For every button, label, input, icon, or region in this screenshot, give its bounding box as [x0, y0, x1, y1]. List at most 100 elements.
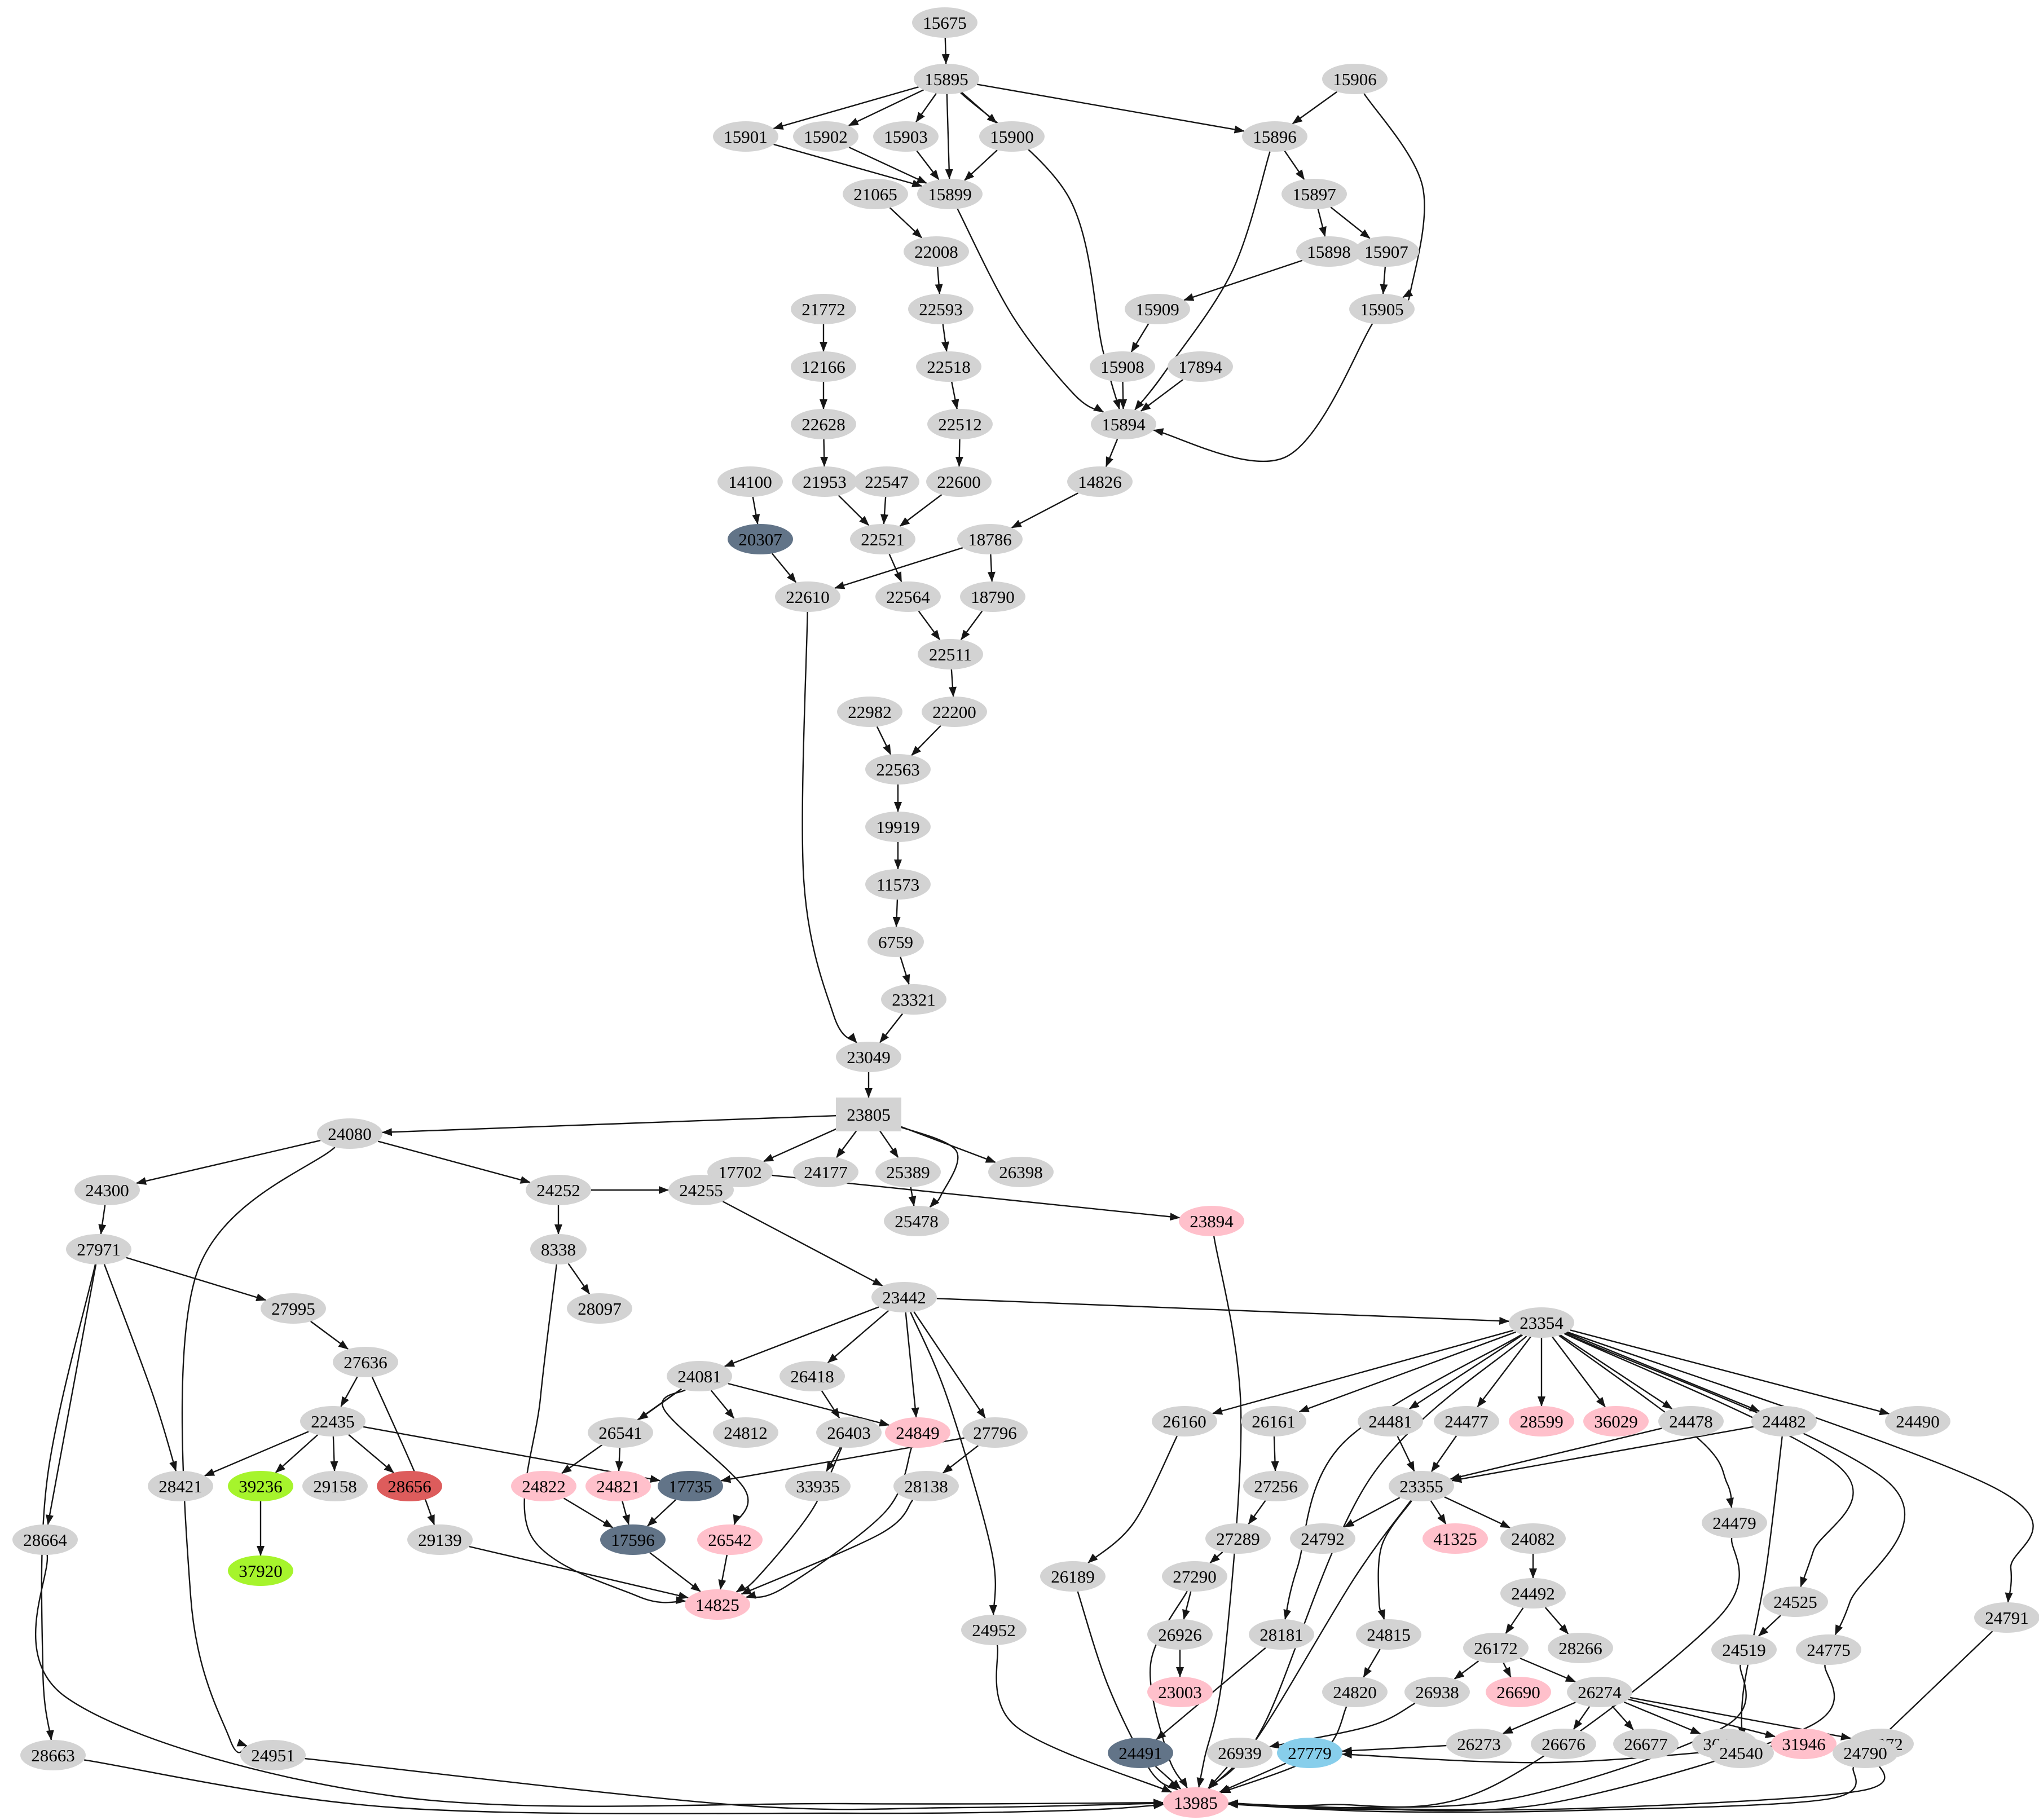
node-ellipse-shape — [317, 1118, 382, 1149]
node-ellipse-shape — [918, 639, 983, 669]
node-26273: 26273 — [1446, 1729, 1512, 1759]
node-15902: 15902 — [793, 121, 858, 152]
edge-26939-13985 — [1208, 1766, 1228, 1789]
node-label: 22600 — [937, 472, 981, 492]
node-label: 22610 — [786, 587, 830, 607]
node-label: 23894 — [1190, 1211, 1234, 1231]
node-22982: 22982 — [837, 697, 902, 727]
node-20307: 20307 — [728, 524, 793, 554]
node-ellipse-shape — [1463, 1633, 1529, 1663]
node-label: 21065 — [853, 184, 897, 204]
node-39236: 39236 — [228, 1471, 293, 1501]
node-27796: 27796 — [962, 1417, 1028, 1448]
node-ellipse-shape — [1548, 1633, 1613, 1663]
node-ellipse-shape — [816, 1417, 882, 1448]
node-ellipse-shape — [1091, 409, 1156, 439]
node-label: 24255 — [679, 1180, 723, 1200]
node-label: 8338 — [541, 1240, 576, 1259]
edge-22200-22563 — [911, 725, 941, 756]
node-15907: 15907 — [1354, 236, 1419, 267]
node-label: 17596 — [611, 1530, 655, 1550]
node-24082: 24082 — [1500, 1523, 1566, 1554]
node-15898: 15898 — [1296, 236, 1362, 267]
edge-26274-36493 — [1623, 1701, 1701, 1735]
node-ellipse-shape — [1509, 1307, 1574, 1338]
node-ellipse-shape — [1243, 1471, 1309, 1501]
node-29158: 29158 — [302, 1471, 368, 1501]
node-22547: 22547 — [854, 466, 919, 497]
node-label: 15894 — [1102, 415, 1146, 434]
node-26690: 26690 — [1486, 1677, 1551, 1707]
node-ellipse-shape — [300, 1406, 365, 1436]
node-ellipse-shape — [66, 1234, 131, 1264]
edge-24300-27971 — [98, 1205, 107, 1235]
node-27971: 27971 — [66, 1234, 131, 1264]
edge-23805-17702 — [763, 1125, 844, 1162]
node-ellipse-shape — [1281, 179, 1347, 209]
edge-15905-15894 — [1153, 323, 1373, 462]
edge-23805-25389 — [879, 1130, 899, 1158]
edge-26938-26939 — [1269, 1702, 1416, 1749]
edge-18786-22610 — [834, 547, 963, 589]
node-15675: 15675 — [912, 7, 977, 38]
edge-24482-24540 — [1738, 1436, 1783, 1739]
node-15899: 15899 — [917, 179, 983, 209]
node-ellipse-shape — [988, 1157, 1054, 1187]
node-8338: 8338 — [530, 1234, 587, 1264]
edge-15894-14826 — [1105, 439, 1118, 468]
node-label: 26926 — [1158, 1625, 1202, 1645]
node-ellipse-shape — [668, 1175, 734, 1205]
node-label: 15902 — [804, 127, 848, 147]
node-15897: 15897 — [1281, 179, 1347, 209]
edge-23805-24080 — [381, 1114, 836, 1136]
edge-23894-13985 — [1196, 1236, 1242, 1788]
node-label: 22547 — [865, 472, 909, 492]
node-ellipse-shape — [1205, 1523, 1271, 1554]
node-ellipse-shape — [865, 812, 931, 842]
edge-24849-14825 — [745, 1447, 913, 1599]
node-ellipse-shape — [922, 697, 987, 727]
edge-22512-22600 — [955, 439, 963, 468]
node-22521: 22521 — [850, 524, 915, 554]
node-ellipse-shape — [1358, 1406, 1423, 1436]
node-ellipse-shape — [865, 754, 931, 785]
edge-14826-18786 — [1011, 492, 1078, 528]
node-label: 26398 — [999, 1162, 1043, 1182]
edge-23442-27796 — [913, 1311, 986, 1419]
edge-26161-27256 — [1271, 1436, 1279, 1471]
node-ellipse-shape — [658, 1471, 723, 1501]
node-15905: 15905 — [1349, 294, 1415, 324]
node-label: 23805 — [847, 1105, 891, 1125]
node-label: 6759 — [878, 932, 913, 952]
edge-27995-27636 — [310, 1320, 349, 1350]
node-label: 39236 — [239, 1477, 283, 1496]
edge-27971-28421 — [103, 1264, 177, 1472]
node-label: 26938 — [1415, 1682, 1459, 1702]
node-18790: 18790 — [960, 581, 1025, 612]
node-label: 33935 — [796, 1477, 840, 1496]
node-ellipse-shape — [585, 1471, 651, 1501]
node-label: 26161 — [1252, 1412, 1296, 1431]
edge-27636-22435 — [340, 1376, 358, 1407]
node-28664: 28664 — [12, 1524, 78, 1555]
edge-24080-24300 — [135, 1139, 321, 1185]
edge-15895-15896 — [977, 83, 1245, 134]
node-17596: 17596 — [600, 1524, 666, 1555]
node-15908: 15908 — [1090, 351, 1155, 382]
edge-22610-23049 — [801, 611, 857, 1043]
node-ellipse-shape — [1531, 1729, 1596, 1759]
node-ellipse-shape — [1500, 1578, 1566, 1609]
edge-15900-15899 — [964, 149, 998, 181]
node-label: 22628 — [801, 415, 845, 434]
node-ellipse-shape — [1500, 1523, 1566, 1554]
edge-22435-29158 — [330, 1436, 338, 1471]
edge-23354-24775 — [1564, 1332, 1906, 1636]
edge-24482-23355 — [1451, 1426, 1754, 1483]
edge-24821-17596 — [622, 1501, 630, 1526]
node-label: 27971 — [77, 1240, 121, 1259]
node-24952: 24952 — [961, 1615, 1027, 1645]
node-ellipse-shape — [1751, 1406, 1817, 1436]
edge-15897-15898 — [1317, 209, 1327, 237]
node-ellipse-shape — [717, 466, 783, 497]
